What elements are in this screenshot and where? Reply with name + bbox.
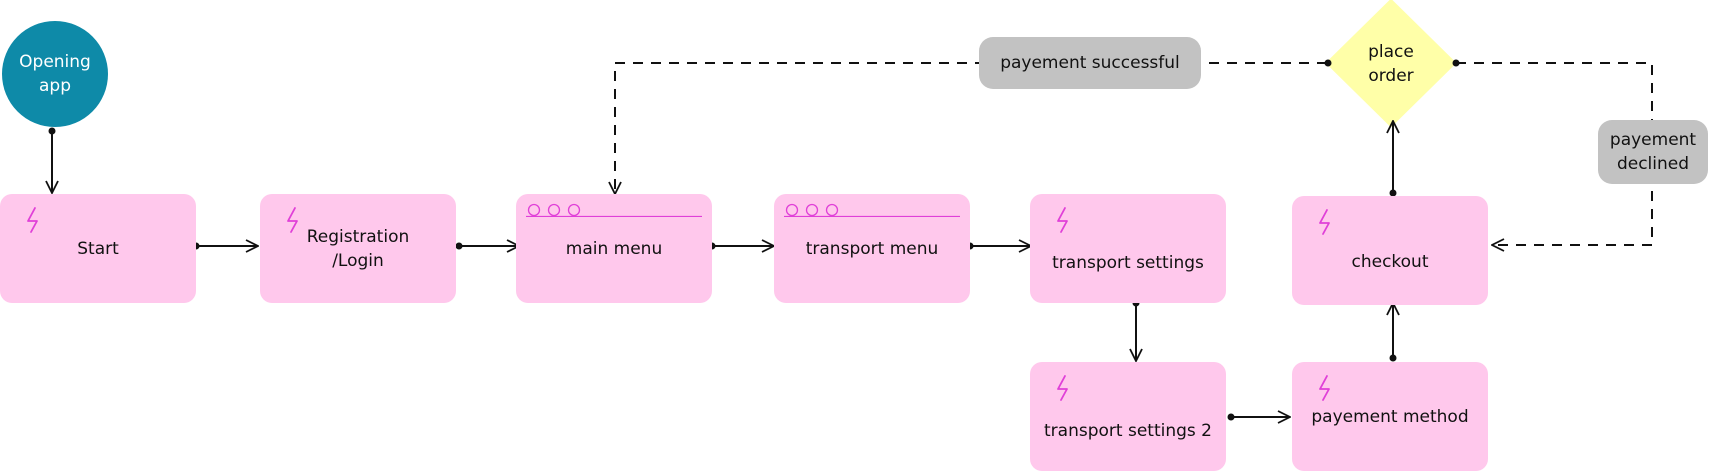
lightning-icon — [1057, 375, 1068, 401]
lightning-icon — [27, 207, 38, 233]
connector-dot — [1389, 189, 1397, 197]
connector-dot — [455, 242, 463, 250]
connector-dot — [1227, 413, 1235, 421]
connector-place-order-to-main-menu — [615, 62, 1327, 194]
lightning-icon — [1319, 209, 1330, 235]
lightning-icon — [1057, 207, 1068, 233]
window-dots-icon — [526, 203, 702, 217]
transport-settings-node[interactable]: transport settings — [1030, 194, 1226, 303]
start-label: Start — [77, 238, 119, 259]
connector-place-order-to-checkout — [1456, 62, 1653, 245]
connector-dot — [1324, 59, 1332, 67]
payment-declined-tag: payement declined — [1598, 120, 1708, 184]
start-node[interactable]: Start — [0, 194, 196, 303]
transport-menu-node[interactable]: transport menu — [774, 194, 970, 303]
connector-dot — [48, 127, 56, 135]
payment-declined-label: payement declined — [1609, 130, 1697, 174]
window-dots-icon — [784, 203, 960, 217]
transport-settings-label: transport settings — [1052, 252, 1204, 273]
registration-login-node[interactable]: Registration /Login — [260, 194, 456, 303]
place-order-label: place order — [1368, 42, 1414, 86]
transport-settings-2-label: transport settings 2 — [1044, 420, 1212, 441]
transport-settings-2-node[interactable]: transport settings 2 — [1030, 362, 1226, 471]
payment-successful-label: payement successful — [1000, 53, 1180, 73]
payment-method-label: payement method — [1311, 406, 1469, 427]
solid-connectors — [52, 121, 1393, 417]
lightning-icon — [287, 207, 298, 233]
checkout-label: checkout — [1351, 251, 1429, 272]
opening-app-node[interactable]: Opening app — [2, 21, 108, 127]
payment-method-node[interactable]: payement method — [1292, 362, 1488, 471]
checkout-node[interactable]: checkout — [1292, 196, 1488, 305]
connector-dot — [1452, 59, 1460, 67]
connector-dot — [1389, 354, 1397, 362]
lightning-icon — [1319, 375, 1330, 401]
main-menu-label: main menu — [565, 238, 663, 259]
registration-login-label: Registration /Login — [306, 226, 410, 271]
main-menu-node[interactable]: main menu — [516, 194, 712, 303]
connector-dots — [48, 59, 1460, 421]
opening-app-label: Opening app — [19, 52, 91, 96]
transport-menu-label: transport menu — [805, 238, 939, 259]
payment-successful-tag: payement successful — [979, 37, 1201, 89]
